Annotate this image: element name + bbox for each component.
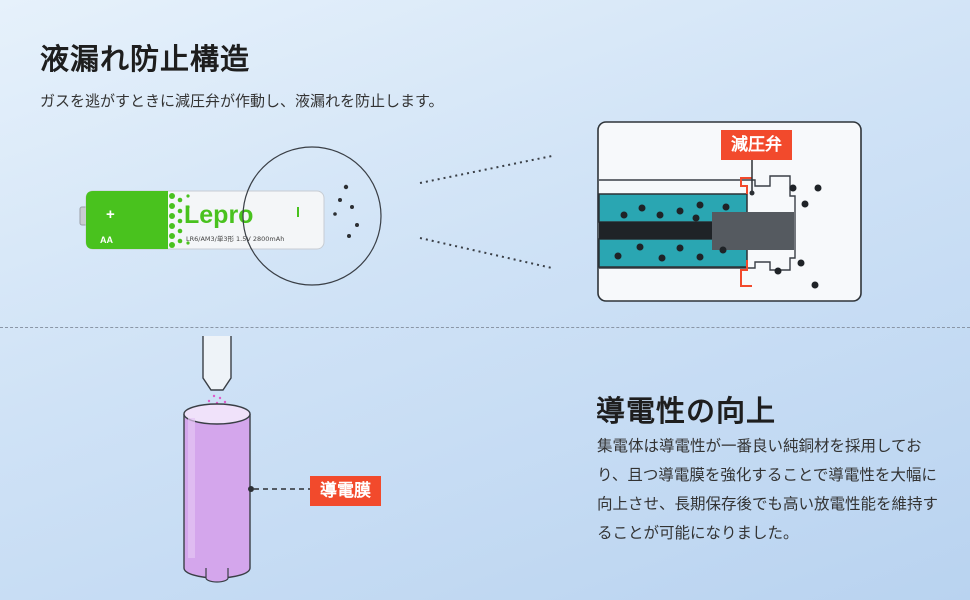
tube-highlight (188, 418, 195, 558)
spray-nozzle (202, 336, 232, 391)
tube-top (183, 403, 251, 425)
valve-pointer-dot (749, 190, 755, 196)
gas-dots-battery (333, 184, 359, 238)
battery-spec: LR6/AM3/単3形 1.5V 2800mAh (186, 234, 284, 243)
tube-tip (205, 568, 229, 583)
casing-outline (599, 175, 796, 271)
battery-green-band (86, 191, 168, 249)
battery-brand: Lepro (184, 201, 253, 229)
battery-illustration: + AA Lepro LR6/AM3/単3形 1.5V 2800mAh (79, 190, 325, 250)
film-label: 導電膜 (310, 476, 381, 506)
zoom-line-bottom (419, 237, 553, 269)
battery-mark (297, 207, 299, 217)
section-title-conductivity: 導電性の向上 (596, 394, 777, 428)
magnifier-circle (242, 146, 382, 286)
escaping-gas-dots (774, 184, 822, 289)
electrolyte-dots (614, 201, 730, 262)
zoom-line-top (419, 155, 553, 184)
valve-detail-panel (597, 121, 862, 302)
section-divider (0, 327, 970, 328)
valve-label: 減圧弁 (721, 130, 792, 160)
section-title-leak-prevention: 液漏れ防止構造 (40, 42, 251, 76)
section-description-conductivity: 集電体は導電性が一番良い純銅材を採用しており、且つ導電膜を強化することで導電性を… (597, 437, 939, 542)
valve-outline-upper (740, 177, 752, 194)
valve-outline-lower (740, 260, 752, 287)
battery-plus-sign: + (106, 206, 115, 223)
sealing-plug (712, 212, 794, 250)
battery-size-label: AA (100, 235, 113, 245)
film-pointer-dot (248, 486, 254, 492)
section-description-leak-prevention: ガスを逃がすときに減圧弁が作動し、液漏れを防止します。 (40, 92, 444, 110)
battery-dot-pattern (169, 193, 190, 248)
conductive-film-illustration (183, 336, 310, 583)
